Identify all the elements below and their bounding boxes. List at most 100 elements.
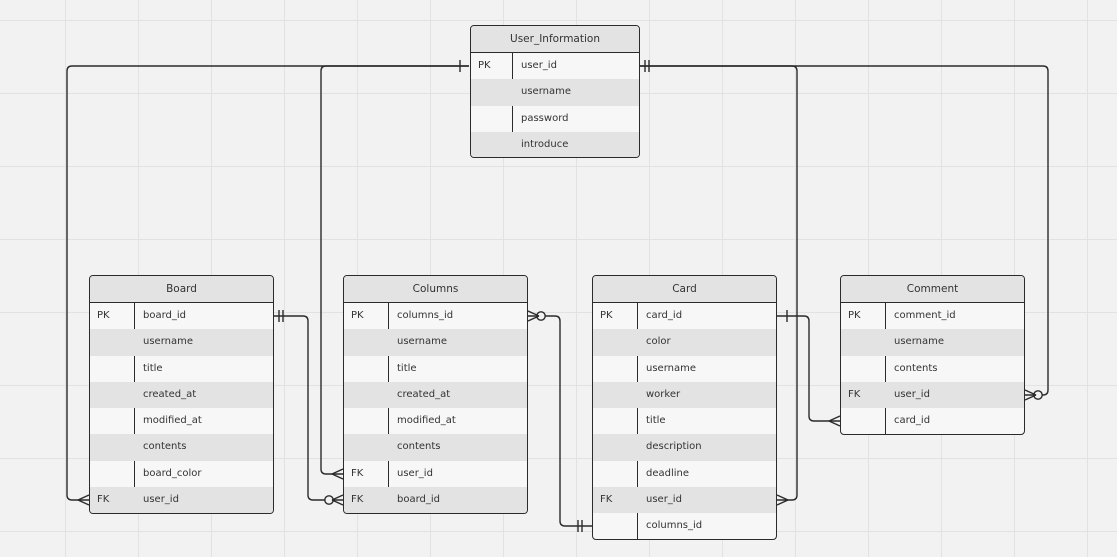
entity-row[interactable]: description [593,434,776,461]
relationship-line [66,65,469,501]
entity-row[interactable]: title [344,356,527,382]
field-name: modified_at [143,415,202,427]
entity-title: User_Information [471,26,639,53]
field-name: title [397,362,417,374]
entity-row[interactable]: username [90,329,273,356]
entity-row[interactable]: PK comment_id [841,303,1024,329]
entity-title: Columns [344,276,527,303]
field-name: title [143,362,163,374]
entity-row[interactable]: FK user_id [593,487,776,514]
entity-row[interactable]: created_at [90,381,273,409]
field-name: username [397,336,447,348]
relationship-line [640,65,1049,396]
entity-row[interactable]: username [344,329,527,356]
field-name: columns_id [397,310,454,321]
field-name: worker [646,388,681,400]
field-name: username [521,86,571,98]
field-name: card_id [894,415,931,427]
entity-row[interactable]: title [593,408,776,434]
entity-row[interactable]: columns_id [593,513,776,539]
entity-row[interactable]: username [471,79,639,106]
key-marker: PK [848,310,861,321]
field-name: contents [143,441,187,453]
entity-row[interactable]: username [593,356,776,382]
entity-card[interactable]: Card PK card_id color username worker tit… [592,275,777,540]
entity-row[interactable]: contents [90,434,273,461]
entity-row[interactable]: password [471,106,639,132]
field-name: username [143,336,193,348]
crows-foot [527,310,540,322]
entity-title: Board [90,276,273,303]
entity-row[interactable]: color [593,329,776,356]
field-name: user_id [521,60,557,71]
cardinality-circle [324,495,334,505]
field-name: description [646,441,702,453]
entity-row[interactable]: PK card_id [593,303,776,329]
entity-row[interactable]: contents [344,434,527,461]
relationship-line [528,315,592,527]
field-name: board_color [143,467,202,479]
field-name: modified_at [397,415,456,427]
entity-row[interactable]: card_id [841,408,1024,434]
column-divider [637,302,638,539]
field-name: title [646,415,666,427]
field-name: board_id [143,310,187,321]
field-name: deadline [646,467,690,479]
entity-row[interactable]: contents [841,356,1024,382]
entity-row[interactable]: title [90,356,273,382]
entity-row[interactable]: worker [593,381,776,409]
crows-foot [331,494,344,506]
field-name: created_at [397,388,451,400]
key-marker: FK [600,494,613,506]
field-name: contents [397,441,441,453]
field-name: created_at [143,388,197,400]
entity-title: Card [593,276,776,303]
entity-row[interactable]: board_color [90,461,273,487]
entity-row[interactable]: username [841,329,1024,356]
entity-row[interactable]: modified_at [90,408,273,434]
entity-comment[interactable]: Comment PK comment_id username contents F… [840,275,1025,435]
entity-row[interactable]: FK user_id [344,461,527,487]
field-name: username [894,336,944,348]
key-marker: FK [351,467,364,479]
entity-board[interactable]: Board PK board_id username title created_… [89,275,274,514]
relationship-line [274,315,343,501]
field-name: user_id [646,494,682,506]
relationship-line [320,65,469,475]
field-name: user_id [397,467,433,479]
cardinality-circle [536,311,546,321]
crows-foot [77,494,90,506]
entity-row[interactable]: PK board_id [90,303,273,329]
field-name: color [646,336,671,348]
key-marker: FK [97,494,110,506]
entity-title: Comment [841,276,1024,303]
field-name: user_id [143,494,179,506]
key-marker: FK [848,388,861,400]
entity-row[interactable]: introduce [471,131,639,157]
field-name: comment_id [894,310,956,321]
crows-foot [331,468,344,480]
key-marker: PK [600,310,613,321]
relationship-line [777,315,840,422]
entity-row[interactable]: deadline [593,461,776,487]
field-name: columns_id [646,520,703,532]
cardinality-circle [1033,390,1043,400]
entity-row[interactable]: created_at [344,381,527,409]
field-name: card_id [646,310,683,321]
entity-row[interactable]: modified_at [344,408,527,434]
entity-row[interactable]: FK user_id [90,487,273,513]
field-name: username [646,362,696,374]
field-name: board_id [397,494,441,506]
column-divider [885,302,886,434]
key-marker: PK [97,310,110,321]
crows-foot [776,494,789,506]
crows-foot [828,415,841,427]
